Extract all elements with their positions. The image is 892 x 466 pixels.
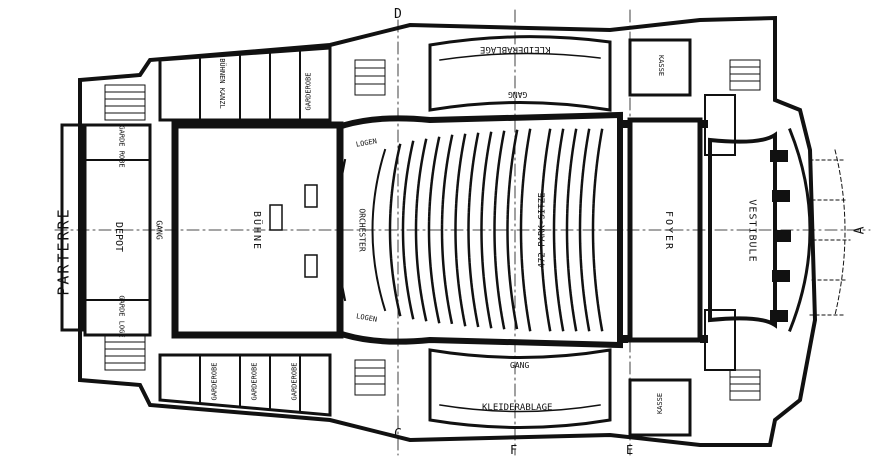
depot-label: DEPOT: [113, 221, 125, 253]
gang-top-label: GANG: [508, 90, 528, 99]
seat-row: [440, 134, 454, 326]
dressing-rooms-bottom: [158, 353, 332, 417]
vestibule-room: [708, 131, 777, 329]
foyer-label: FOYER: [663, 210, 675, 252]
vestibule-label: VESTIBULE: [746, 199, 758, 263]
logen-top-room: [704, 94, 736, 156]
parterre-wing: [60, 123, 84, 332]
section-d-label: D: [394, 7, 402, 22]
column: [620, 120, 628, 128]
garde-robe-label: GARDE ROBE: [117, 125, 126, 168]
garderobe-bottom-label-3: GARDEROBE: [290, 362, 299, 401]
garderobe-top-label: GARDEROBE: [304, 72, 313, 111]
buhne-label: BÜHNE: [251, 210, 263, 252]
stair-top-right: [729, 59, 761, 91]
garde-loge-label: GARDE LOGE: [117, 295, 126, 338]
corridor-top: [428, 35, 612, 112]
dressing-rooms-top: [158, 46, 332, 122]
section-f-label: F: [510, 443, 518, 457]
orchester-label: ORCHESTER: [357, 208, 367, 252]
garderobe-bottom-label-2: GARDEROBE: [250, 362, 259, 401]
sitze-label: 472 PARK-SITZE: [537, 192, 548, 269]
stair-top-left: [104, 84, 146, 121]
column: [620, 335, 628, 343]
stair-bottom-left: [104, 334, 146, 371]
gang-bottom-label: GANG: [510, 361, 530, 370]
seat-row: [578, 128, 591, 332]
pillar: [772, 270, 790, 282]
section-a-label: A: [852, 226, 868, 235]
section-c-label: C: [394, 427, 402, 442]
seat-row: [506, 129, 519, 331]
kleiderablage-top-label: KLEIDERABLAGE: [480, 44, 551, 54]
auditorium-wall: [341, 111, 623, 349]
gang-left-label: GANG: [154, 220, 164, 240]
outer-wall: [78, 15, 818, 447]
kleiderablage-bottom-label: KLEIDERABLAGE: [482, 403, 553, 413]
kasse-top-room: [628, 38, 692, 97]
stair-bottom-right: [729, 369, 761, 401]
pillar: [770, 150, 788, 162]
stair-mid-top: [354, 59, 386, 96]
stage-prop-1: [269, 204, 283, 231]
orchestra-pit: [336, 158, 347, 302]
section-e-label: E: [626, 443, 634, 457]
pillar: [773, 230, 791, 242]
pillar: [772, 190, 790, 202]
stage-prop-2: [304, 184, 318, 208]
pillar: [770, 310, 788, 322]
stage-prop-3: [304, 254, 318, 278]
kasse-top-label: KASSE: [657, 54, 666, 77]
kasse-bottom-label: KASSE: [656, 392, 665, 415]
seat-row: [552, 128, 565, 332]
stair-mid-bottom: [354, 359, 386, 396]
logen-bottom-room: [704, 309, 736, 371]
buhnen-kanzl-label: BÜHNEN KANZL: [217, 58, 226, 109]
garderobe-bottom-label-1: GARDEROBE: [210, 362, 219, 401]
seat-row: [493, 130, 506, 330]
corridor-bottom: [428, 348, 612, 429]
parterre-label: PARTERRE: [54, 207, 73, 296]
